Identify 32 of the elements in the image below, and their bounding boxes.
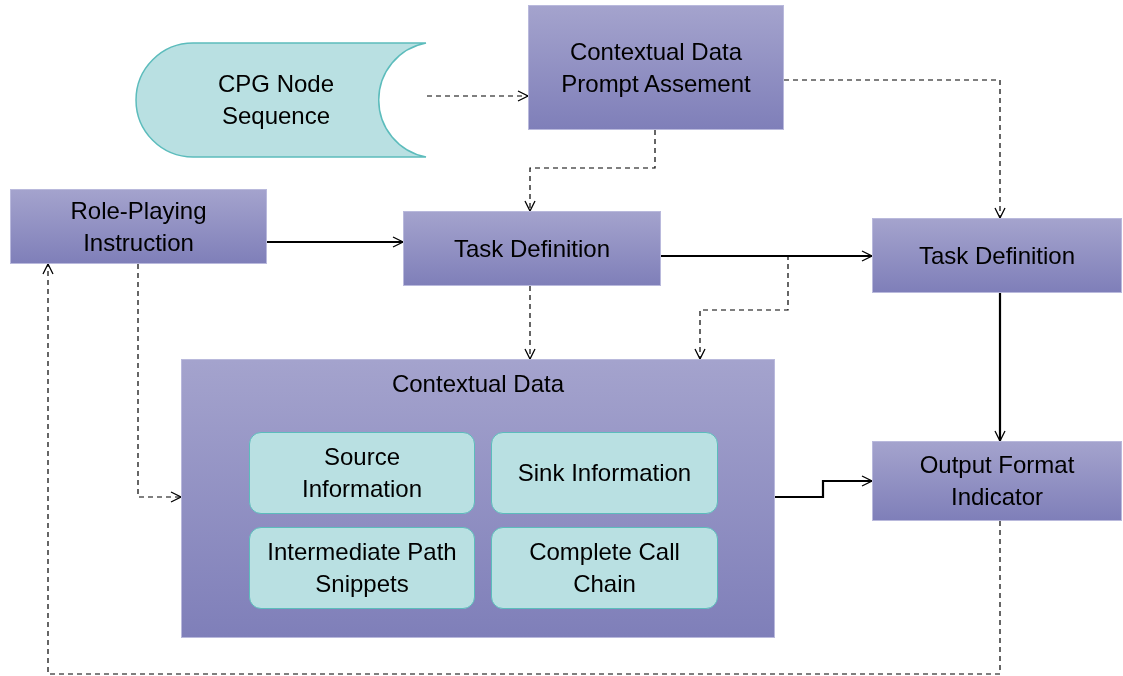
stored-data-shape [135,42,427,158]
node-label: Source Information [300,442,424,504]
container-box [181,359,775,638]
arrow [775,475,873,499]
process-box [10,189,267,264]
node-label: Role-Playing Instruction [69,195,208,258]
node-label: CPG Node Sequence [216,69,336,131]
process-box [872,218,1122,293]
arrow [994,293,1006,442]
node-label: Output Format Indicator [918,450,1076,512]
node-label: Contextual Data [391,369,565,399]
arrow [267,236,404,248]
rounded-box [249,432,475,514]
dashed-arrow [524,129,656,212]
dashed-arrow [137,263,182,503]
dashed-arrow [524,285,536,360]
node-label: Task Definition [918,240,1076,271]
dashed-arrow [660,255,789,360]
rounded-box [249,527,475,609]
process-box [872,441,1122,521]
process-box [403,211,661,286]
node-label: Sink Information [517,458,692,488]
process-box [528,5,784,130]
node-label: Task Definition [453,233,611,264]
dashed-arrow [42,263,1001,675]
dashed-arrow [783,79,1006,219]
rounded-box [491,527,718,609]
node-label: Intermediate Path Snippets [267,537,457,599]
node-label: Contextual Data Prompt Assement [560,36,752,99]
node-label: Complete Call Chain [528,537,681,599]
rounded-box [491,432,718,514]
dashed-arrow [426,90,529,102]
